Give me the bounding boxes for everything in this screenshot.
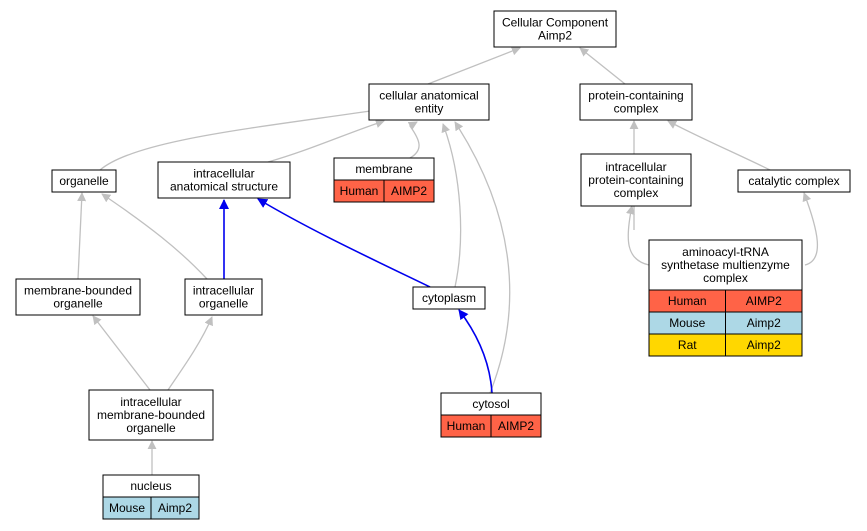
node-box	[580, 153, 692, 207]
annotation-cell-gene	[150, 496, 200, 520]
node-box	[88, 389, 214, 441]
node-label-line: Aimp2	[538, 29, 572, 43]
node-label-line: complex	[614, 102, 659, 116]
node-label-line: intracellular	[193, 167, 254, 181]
annotation-gene: Aimp2	[747, 338, 781, 352]
annotation-species: Mouse	[669, 316, 705, 330]
node-label-line: aminoacyl-tRNA	[682, 245, 769, 259]
node-box	[157, 161, 291, 199]
node-box	[493, 10, 617, 48]
edge-cytosol-to-cytoplasm	[458, 309, 493, 394]
node-label-line: protein-containing	[588, 89, 683, 103]
annotation-species: Mouse	[109, 501, 145, 515]
node-label-line: entity	[415, 102, 444, 116]
edge-membrane-to-cellular-anatomical-entity	[407, 121, 420, 159]
node-label-line: Cellular Component	[502, 16, 609, 30]
node-label-line: anatomical structure	[170, 180, 278, 194]
node-organelle[interactable]: organelle	[51, 169, 117, 193]
node-label-line: organelle	[126, 421, 176, 435]
node-box	[737, 169, 851, 193]
node-label-line: catalytic complex	[748, 174, 839, 188]
annotation-species: Human	[668, 294, 707, 308]
edge-membrane-bounded-organelle-to-organelle	[77, 192, 87, 280]
node-box	[368, 83, 490, 121]
annotation-gene: Aimp2	[747, 316, 781, 330]
node-label-line: organelle	[59, 174, 109, 188]
annotation-gene: Aimp2	[158, 501, 192, 515]
node-label-line: organelle	[53, 297, 103, 311]
node-box	[579, 83, 693, 121]
annotation-species: Human	[447, 419, 486, 433]
node-box	[51, 169, 117, 193]
node-label-line: complex	[703, 271, 748, 285]
node-catalytic-complex[interactable]: catalytic complex	[737, 169, 851, 193]
edge-protein-containing-complex-to-cellular-component	[579, 47, 626, 85]
annotation-gene: AIMP2	[746, 294, 782, 308]
edge-cellular-anatomical-entity-to-cellular-component	[427, 46, 521, 85]
node-box	[648, 239, 803, 291]
node-label-line: membrane-bounded	[24, 284, 132, 298]
annotation-gene: AIMP2	[498, 419, 534, 433]
node-label-line: intracellular	[605, 160, 666, 174]
annotation-species: Human	[340, 184, 379, 198]
annotation-cell-gene	[725, 333, 803, 357]
node-label-line: intracellular	[193, 284, 254, 298]
edge-aminoacyl-trna-complex-to-catalytic-complex	[802, 192, 818, 266]
edge-intracellular-anatomical-structure-to-cellular-anatomical-entity	[267, 119, 385, 163]
node-label-line: cytoplasm	[422, 291, 476, 305]
node-cytoplasm[interactable]: cytoplasm	[412, 286, 486, 310]
annotation-cell-gene	[383, 179, 435, 203]
edge-intracellular-organelle-to-organelle	[101, 193, 208, 280]
node-label-line: membrane-bounded	[97, 408, 205, 422]
edges-layer	[77, 46, 818, 475]
annotation-cell-gene	[490, 414, 542, 438]
edge-cytoplasm-to-intracellular-anatomical-structure	[257, 198, 431, 288]
node-box	[184, 278, 263, 316]
node-label-line: membrane	[355, 162, 413, 176]
node-label-line: nucleus	[130, 479, 171, 493]
node-label-line: cellular anatomical	[379, 89, 478, 103]
node-label-line: protein-containing	[588, 173, 683, 187]
edge-catalytic-complex-to-protein-containing-complex	[667, 120, 771, 171]
annotation-species: Rat	[678, 338, 697, 352]
edge-cytoplasm-to-cellular-anatomical-entity	[441, 123, 462, 288]
edge-intracellular-membrane-bounded-organelle-to-intracellular-organelle	[167, 316, 213, 391]
node-label-line: organelle	[199, 297, 249, 311]
node-box	[412, 286, 486, 310]
edge-cytosol-to-cellular-anatomical-entity	[454, 121, 511, 394]
edge-aminoacyl-trna-complex-to-intracellular-protein-containing-complex	[625, 205, 650, 266]
node-label-line: cytosol	[472, 397, 509, 411]
node-label-line: intracellular	[120, 395, 181, 409]
edge-organelle-to-cellular-anatomical-entity	[99, 106, 378, 171]
edge-intracellular-membrane-bounded-organelle-to-membrane-bounded-organelle	[92, 315, 151, 391]
node-label-line: complex	[614, 186, 659, 200]
node-box	[15, 278, 141, 316]
annotation-gene: AIMP2	[391, 184, 427, 198]
node-label-line: synthetase multienzyme	[661, 258, 790, 272]
